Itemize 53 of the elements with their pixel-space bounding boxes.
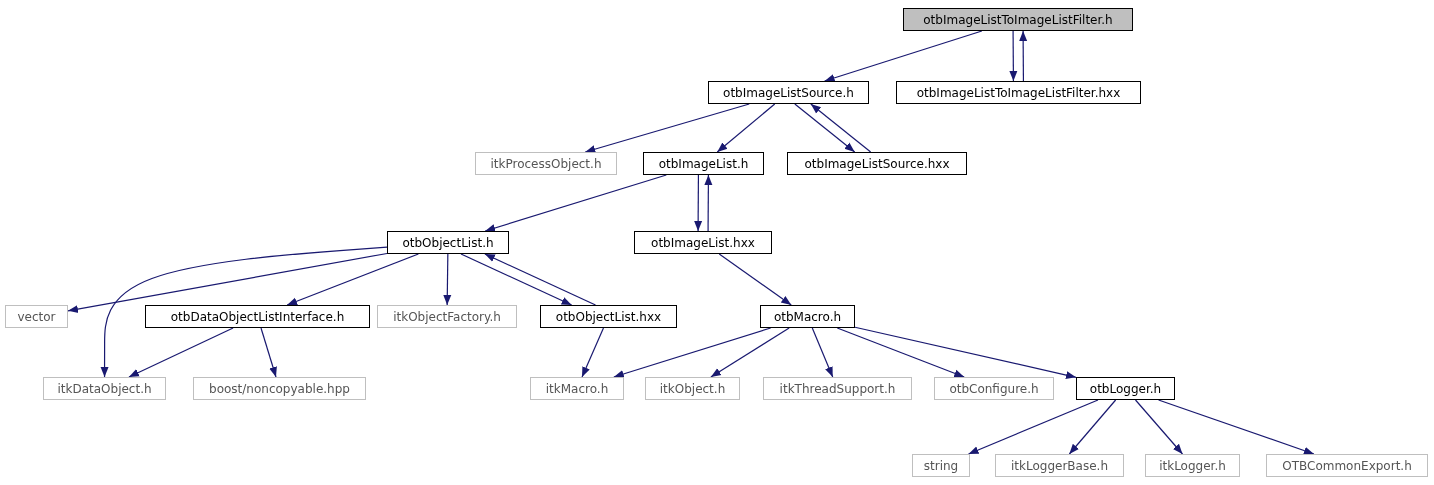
file-node: boost/noncopyable.hpp <box>193 377 366 400</box>
file-node: otbConfigure.h <box>934 377 1054 400</box>
arrow <box>836 327 965 378</box>
arrow <box>286 253 419 306</box>
arrow <box>811 327 834 378</box>
arrow <box>1158 399 1315 455</box>
file-node: otbImageListToImageListFilter.hxx <box>896 81 1141 104</box>
arrow <box>581 327 605 378</box>
arrow <box>484 253 597 306</box>
arrow <box>584 103 750 154</box>
arrow <box>260 327 277 378</box>
arrow <box>704 174 713 232</box>
arrow <box>710 327 790 378</box>
file-node: itkObjectFactory.h <box>377 305 517 328</box>
arrow <box>716 103 776 153</box>
file-node: itkMacro.h <box>530 377 624 400</box>
file-node: otbImageList.h <box>643 152 764 175</box>
arrow <box>1019 30 1028 82</box>
arrow <box>67 252 388 313</box>
file-node: vector <box>5 305 68 328</box>
file-node: otbObjectList.h <box>387 231 509 254</box>
arrow <box>443 253 452 306</box>
file-node: itkLoggerBase.h <box>995 454 1124 477</box>
file-node: otbMacro.h <box>760 305 855 328</box>
file-node: itkThreadSupport.h <box>763 377 912 400</box>
arrow <box>718 253 792 306</box>
file-node: itkObject.h <box>645 377 740 400</box>
arrow <box>1068 399 1117 455</box>
arrow <box>824 30 983 82</box>
file-node: string <box>912 454 970 477</box>
file-node: otbLogger.h <box>1076 377 1175 400</box>
file-node: otbImageListToImageListFilter.h <box>903 8 1133 31</box>
file-node: otbObjectList.hxx <box>540 305 677 328</box>
file-node: itkProcessObject.h <box>475 152 617 175</box>
arrow <box>128 327 234 378</box>
arrow <box>694 174 703 232</box>
arrow <box>484 174 667 232</box>
arrow <box>613 327 772 378</box>
arrow <box>1009 30 1018 82</box>
arrow <box>854 326 1077 379</box>
arrow <box>100 246 388 378</box>
arrow <box>460 253 573 306</box>
arrow <box>810 103 872 153</box>
file-node: otbImageList.hxx <box>634 231 772 254</box>
file-node: otbImageListSource.h <box>708 81 869 104</box>
arrow <box>794 103 856 153</box>
arrow <box>967 399 1099 455</box>
file-node: otbImageListSource.hxx <box>787 152 967 175</box>
arrow <box>1134 399 1184 455</box>
file-node: itkDataObject.h <box>43 377 166 400</box>
file-node: OTBCommonExport.h <box>1266 454 1428 477</box>
file-node: otbDataObjectListInterface.h <box>145 305 370 328</box>
file-node: itkLogger.h <box>1145 454 1240 477</box>
